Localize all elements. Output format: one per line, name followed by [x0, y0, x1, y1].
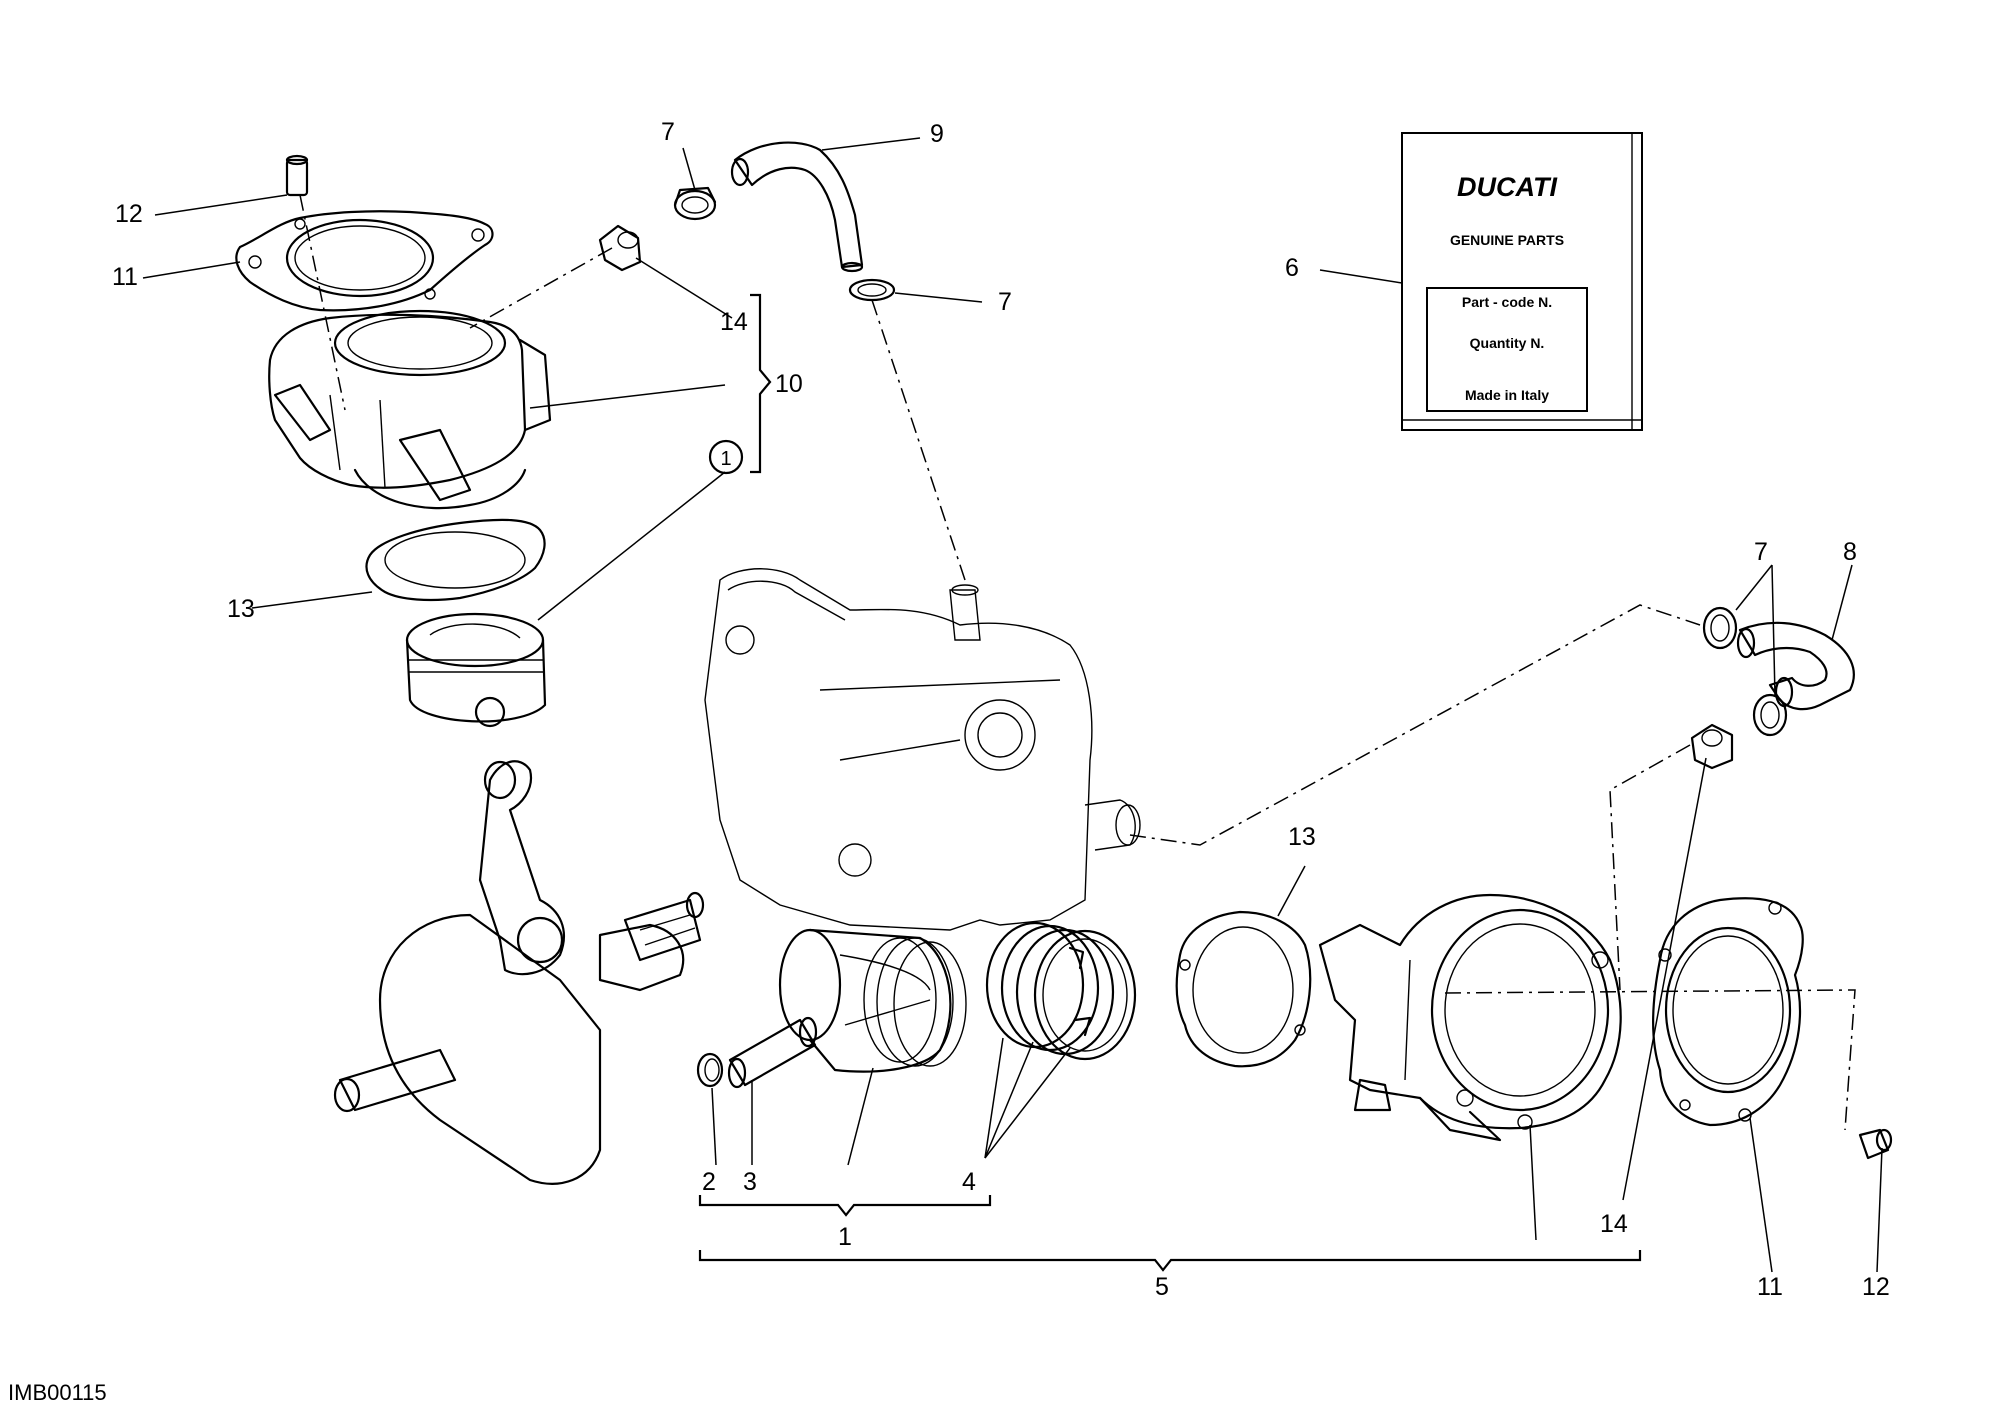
callout-7-right: 7	[1754, 538, 1768, 566]
head-gasket-lower	[1652, 897, 1804, 1127]
hose-clamp-upper-a	[673, 186, 717, 221]
base-gasket-lower	[1175, 910, 1312, 1068]
water-hose-upper	[730, 141, 864, 273]
cylinder-upper	[268, 309, 552, 510]
callout-10: 10	[775, 370, 803, 398]
hose-clamp-right-b	[1752, 693, 1788, 737]
callout-1-circled: 1	[720, 448, 731, 470]
drawing-code: IMB00115	[8, 1380, 107, 1405]
callout-labels: 12 11 13 14 10 7 9 7 6 7 8 13 2 3 4 1 5 …	[112, 118, 1890, 1301]
piston-lower	[778, 928, 967, 1073]
union-fitting-upper	[598, 224, 642, 272]
base-gasket-upper	[365, 518, 546, 602]
callout-11-upper: 11	[112, 263, 138, 291]
brace-kit-5	[698, 1250, 1642, 1272]
brace-kit-1	[698, 1195, 992, 1217]
callout-4: 4	[962, 1168, 976, 1196]
label-brand: DUCATI	[1457, 172, 1557, 202]
callout-11-lower: 11	[1757, 1273, 1783, 1301]
leader-lines	[142, 137, 1883, 1273]
cylinder-lower	[1318, 893, 1622, 1142]
hose-clamp-right-a	[1702, 606, 1738, 650]
callout-6: 6	[1285, 254, 1299, 282]
hose-clamp-upper-b	[848, 278, 896, 302]
label-part-code: Part - code N.	[1462, 294, 1552, 310]
crankcase-outline	[704, 568, 1141, 931]
callout-5: 5	[1155, 1273, 1169, 1301]
label-quantity: Quantity N.	[1470, 335, 1545, 351]
callout-1: 1	[838, 1223, 852, 1251]
callout-7-upper-b: 7	[998, 288, 1012, 316]
union-fitting-right	[1690, 723, 1734, 770]
water-hose-right	[1736, 621, 1855, 711]
callout-12-lower: 12	[1862, 1273, 1890, 1301]
callout-14-lower: 14	[1600, 1210, 1628, 1238]
callout-2: 2	[702, 1168, 716, 1196]
callout-7-upper-a: 7	[661, 118, 675, 146]
callout-14-upper: 14	[720, 308, 748, 336]
callout-3: 3	[743, 1168, 757, 1196]
genuine-parts-label-card: DUCATI GENUINE PARTS Part - code N. Quan…	[1401, 132, 1643, 431]
piston-ring-set	[985, 921, 1137, 1061]
callout-8: 8	[1843, 538, 1857, 566]
callout-13-upper: 13	[227, 595, 255, 623]
callout-13-lower: 13	[1288, 823, 1316, 851]
dowel-pin-lower	[1858, 1128, 1893, 1160]
dowel-pin-upper	[285, 154, 309, 197]
head-gasket-upper	[235, 210, 494, 312]
brace-kit-10	[750, 293, 772, 474]
callout-12-upper: 12	[115, 200, 143, 228]
crankshaft	[333, 760, 705, 1185]
circlip	[696, 1052, 724, 1088]
callout-9: 9	[930, 120, 944, 148]
label-genuine-parts: GENUINE PARTS	[1450, 232, 1564, 248]
piston-pin	[727, 1016, 818, 1089]
assembly-lines	[299, 194, 1856, 1131]
o-ring-marker: 1	[708, 439, 744, 475]
label-made-in: Made in Italy	[1465, 387, 1549, 403]
piston-upper	[405, 612, 547, 728]
